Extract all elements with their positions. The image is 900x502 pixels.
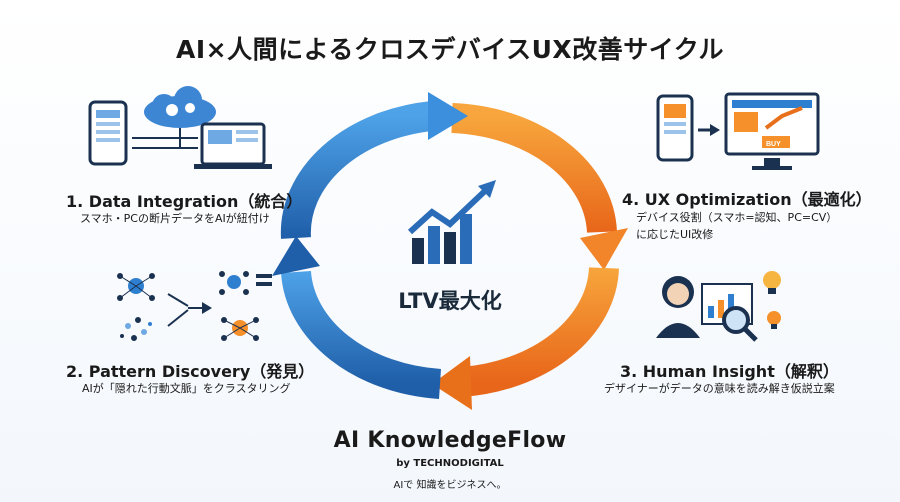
stage-4-desc-line2: に応じたUI改修 bbox=[636, 228, 714, 241]
brand-name: AI KnowledgeFlow bbox=[333, 428, 567, 453]
center-goal-label: LTV最大化 bbox=[398, 289, 502, 313]
ux-optimization-illustration: BUY bbox=[656, 92, 820, 170]
pattern-discovery-illustration bbox=[117, 271, 272, 341]
cycle-arrowhead-left bbox=[428, 92, 468, 140]
growth-chart-icon bbox=[407, 180, 496, 264]
analyst-person-icon bbox=[656, 276, 700, 338]
human-insight-illustration bbox=[656, 271, 781, 342]
network-hub-icon bbox=[219, 271, 272, 295]
brand-by: by TECHNODIGITAL bbox=[396, 458, 504, 469]
stage-3-desc: デザイナーがデータの意味を読み解き仮説立案 bbox=[604, 382, 835, 395]
cycle-arrowhead-top bbox=[580, 228, 628, 270]
brand-tagline: AIで 知識をビジネスへ。 bbox=[393, 480, 507, 491]
stage-2-title: 2. Pattern Discovery（発見） bbox=[66, 362, 315, 381]
cycle-arrowhead-bottom bbox=[272, 236, 320, 276]
magnifier-icon bbox=[722, 306, 758, 342]
cycle-arrow-right bbox=[460, 266, 619, 397]
scatter-cluster-icon bbox=[120, 317, 152, 341]
network-node-icon bbox=[117, 273, 155, 301]
cluster-node-icon bbox=[221, 317, 259, 341]
cycle-arrow-bottom bbox=[281, 270, 442, 399]
stage-1-desc: スマホ・PCの断片データをAIが紐付け bbox=[80, 212, 270, 225]
cycle-arrow-top bbox=[451, 103, 617, 234]
stage-4-title: 4. UX Optimization（最適化） bbox=[622, 190, 872, 209]
cloud-gear-icon bbox=[144, 86, 216, 128]
stage-4-desc-line1: デバイス役割（スマホ=認知、PC=CV） bbox=[636, 211, 838, 224]
cycle-arrow-left bbox=[280, 101, 434, 239]
lightbulb-icon bbox=[763, 271, 781, 329]
stage-1-title: 1. Data Integration（統合） bbox=[66, 192, 303, 211]
data-integration-illustration bbox=[88, 86, 272, 169]
arrow-right-icon bbox=[698, 124, 720, 136]
desktop-monitor-icon bbox=[724, 92, 820, 170]
smartphone-icon bbox=[88, 100, 128, 166]
smartphone-product-icon bbox=[656, 94, 694, 162]
buy-button-label: BUY bbox=[766, 141, 781, 148]
stage-2-desc: AIが「隠れた行動文脈」をクラスタリング bbox=[82, 382, 291, 395]
stage-3-title: 3. Human Insight（解釈） bbox=[620, 362, 839, 381]
page-title: AI×人間によるクロスデバイスUX改善サイクル bbox=[176, 35, 724, 64]
laptop-icon bbox=[194, 122, 272, 169]
cycle-arrowhead-right bbox=[432, 356, 472, 410]
